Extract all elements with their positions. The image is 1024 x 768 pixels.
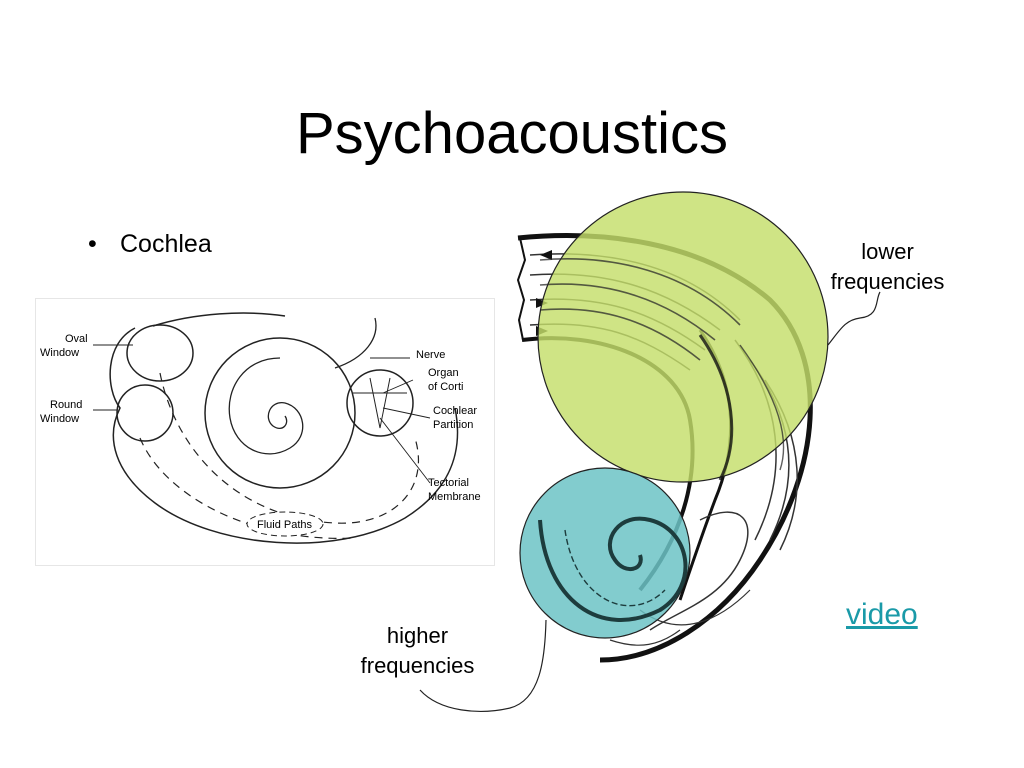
oval-window-label-2: Window (40, 347, 79, 359)
oval-window-label-1: Oval (65, 333, 88, 345)
higher-frequency-highlight-circle (519, 467, 691, 639)
cochlear-partition-label-1: Cochlear (433, 405, 477, 417)
cochlear-partition-label-2: Partition (433, 419, 473, 431)
lower-frequency-highlight-circle (537, 191, 829, 483)
tectorial-membrane-label-1: Tectorial (428, 477, 469, 489)
bullet-marker: • (88, 230, 97, 258)
higher-frequencies-label: higher frequencies (345, 621, 490, 681)
fluid-paths-label: Fluid Paths (257, 519, 313, 531)
organ-of-corti-label-2: of Corti (428, 381, 463, 393)
tectorial-membrane-label-2: Membrane (428, 491, 481, 503)
lower-frequencies-label-line2: frequencies (830, 269, 945, 294)
higher-frequencies-leader (419, 619, 547, 712)
cochlea-cross-section-diagram: Oval Window Round Window Nerve Organ of … (35, 298, 495, 566)
bullet-item-cochlea: • Cochlea (88, 230, 212, 259)
round-window-label-1: Round (50, 399, 82, 411)
higher-frequencies-label-line1: higher (386, 623, 449, 648)
round-window-label-2: Window (40, 413, 79, 425)
bullet-text: Cochlea (120, 230, 212, 258)
lower-frequencies-leader (827, 291, 881, 346)
lower-frequencies-label: lower frequencies (815, 237, 960, 297)
nerve-label: Nerve (416, 349, 445, 361)
slide-title: Psychoacoustics (296, 101, 728, 166)
lower-frequencies-label-line1: lower (861, 239, 914, 264)
organ-of-corti-label-1: Organ (428, 367, 459, 379)
higher-frequencies-label-line2: frequencies (360, 653, 475, 678)
video-link[interactable]: video (846, 598, 918, 631)
